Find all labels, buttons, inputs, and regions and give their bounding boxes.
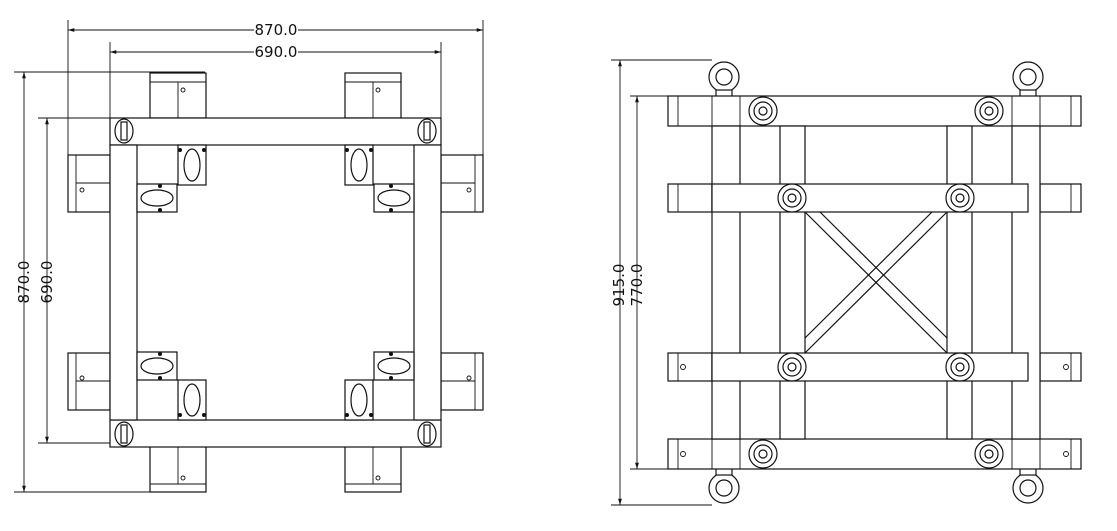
connector-top-left bbox=[748, 96, 778, 126]
tube-stub-top-right bbox=[344, 72, 402, 119]
left-view: 870.0 690.0 870.0 690.0 bbox=[14, 20, 484, 493]
tube-stub-bottom-right bbox=[344, 445, 402, 493]
dimension-label-left-inner: 690.0 bbox=[38, 261, 56, 304]
tube-stub-right-lower bbox=[440, 352, 484, 411]
tube-stub-left-upper bbox=[67, 154, 111, 213]
right-view: 915.0 770.0 bbox=[610, 59, 1082, 506]
bottom-chord bbox=[667, 438, 1082, 470]
caster-wheel-bottom-right bbox=[344, 379, 374, 421]
caster-wheel-bottom-left bbox=[177, 379, 207, 421]
tube-stub-top-left bbox=[149, 72, 207, 119]
connector-bottom-left bbox=[748, 439, 778, 469]
middle-crossbars bbox=[711, 183, 1029, 382]
tube-stub-right-view-right-upper bbox=[1039, 183, 1082, 213]
caster-wheel-right-upper bbox=[373, 183, 415, 213]
dimension-label-top-outer: 870.0 bbox=[255, 21, 298, 39]
dimension-label-right-outer: 915.0 bbox=[610, 264, 628, 307]
lifting-eye-top-right bbox=[1012, 61, 1044, 99]
connector-mid-upper-right bbox=[945, 183, 975, 213]
corner-clamp-top-left bbox=[114, 118, 134, 144]
caster-wheel-top-left bbox=[177, 144, 207, 186]
frame-rails bbox=[109, 117, 442, 448]
dimension-label-left-outer: 870.0 bbox=[15, 261, 33, 304]
caster-wheel-left-upper bbox=[136, 183, 178, 213]
tube-stub-right-view-right-lower bbox=[1039, 352, 1082, 382]
tube-stub-left-lower bbox=[67, 352, 111, 411]
tube-stub-right-view-left-lower bbox=[667, 352, 713, 382]
x-brace bbox=[804, 211, 948, 354]
corner-clamp-bottom-left bbox=[114, 421, 134, 447]
connector-mid-lower-right bbox=[945, 352, 975, 382]
tube-stub-right-upper bbox=[440, 154, 484, 213]
vertical-uprights bbox=[711, 125, 1041, 440]
dimension-label-top-inner: 690.0 bbox=[255, 43, 298, 61]
corner-clamp-top-right bbox=[417, 118, 437, 144]
caster-wheel-left-lower bbox=[136, 351, 178, 381]
dimension-top-inner: 690.0 bbox=[109, 42, 442, 118]
connector-bottom-right bbox=[974, 439, 1004, 469]
top-chord bbox=[667, 95, 1082, 127]
dimension-left-inner: 690.0 bbox=[38, 117, 118, 444]
connector-mid-upper-left bbox=[777, 183, 807, 213]
tube-stub-right-view-left-upper bbox=[667, 183, 713, 213]
dimension-label-right-inner: 770.0 bbox=[628, 264, 646, 307]
dimension-top-outer: 870.0 bbox=[67, 20, 484, 160]
caster-wheel-right-lower bbox=[373, 351, 415, 381]
dimension-right-view-outer: 915.0 bbox=[610, 59, 712, 506]
lifting-eye-bottom-left bbox=[708, 466, 740, 504]
dimension-right-view-inner: 770.0 bbox=[628, 95, 700, 470]
connector-top-right bbox=[974, 96, 1004, 126]
lifting-eye-top-left bbox=[708, 61, 740, 99]
dimension-left-outer: 870.0 bbox=[14, 71, 205, 493]
connector-mid-lower-left bbox=[777, 352, 807, 382]
caster-wheel-top-right bbox=[344, 144, 374, 186]
lifting-eye-bottom-right bbox=[1012, 466, 1044, 504]
corner-clamp-bottom-right bbox=[417, 421, 437, 447]
tube-stub-bottom-left bbox=[149, 445, 207, 493]
